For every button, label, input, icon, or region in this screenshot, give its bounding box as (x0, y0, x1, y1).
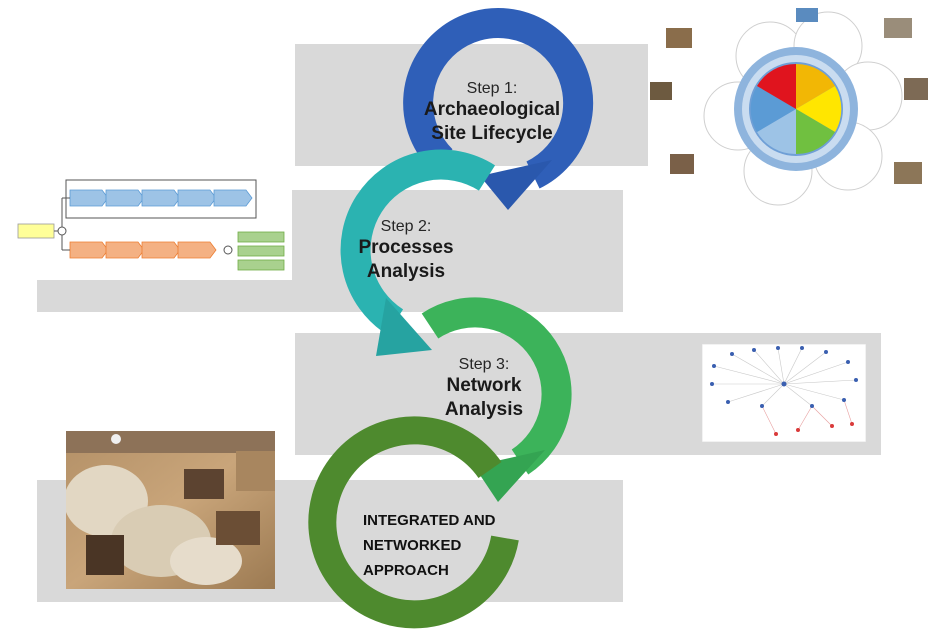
lifecycle-wheel-thumbnail (648, 6, 930, 206)
network-graph-icon (702, 344, 866, 442)
final-approach-label: INTEGRATED AND NETWORKED APPROACH (363, 508, 513, 583)
step2-arrowhead (376, 298, 432, 356)
step1-arrowhead (480, 160, 552, 210)
final-line1: INTEGRATED AND (363, 512, 496, 529)
step1-arrow (403, 8, 594, 189)
step1-label: Step 1: Archaeological Site Lifecycle (402, 80, 582, 146)
lifecycle-wheel-icon (648, 6, 930, 206)
step1-title-line1: Archaeological (423, 99, 561, 120)
final-line3: APPROACH (363, 562, 449, 579)
step3-title-line1: Network (446, 375, 522, 396)
process-flow-thumbnail (6, 176, 292, 280)
network-graph-thumbnail (702, 344, 866, 442)
step2-title-line2: Analysis (366, 261, 446, 282)
step3-label: Step 3: Network Analysis (414, 356, 554, 422)
excavation-site-icon (66, 431, 275, 589)
final-line2: NETWORKED (363, 537, 462, 554)
final-ring (308, 416, 519, 629)
step3-arrow (421, 297, 572, 475)
process-flow-icon (6, 176, 292, 280)
step2-title-line1: Processes (358, 237, 454, 258)
step2-label: Step 2: Processes Analysis (336, 218, 476, 284)
step2-number: Step 2: (380, 218, 432, 235)
excavation-site-photo (66, 431, 275, 589)
step3-title-line2: Analysis (444, 399, 524, 420)
step1-number: Step 1: (466, 80, 518, 97)
step2-arrow (340, 149, 496, 335)
step1-title-line2: Site Lifecycle (431, 123, 553, 144)
step3-number: Step 3: (458, 356, 510, 373)
